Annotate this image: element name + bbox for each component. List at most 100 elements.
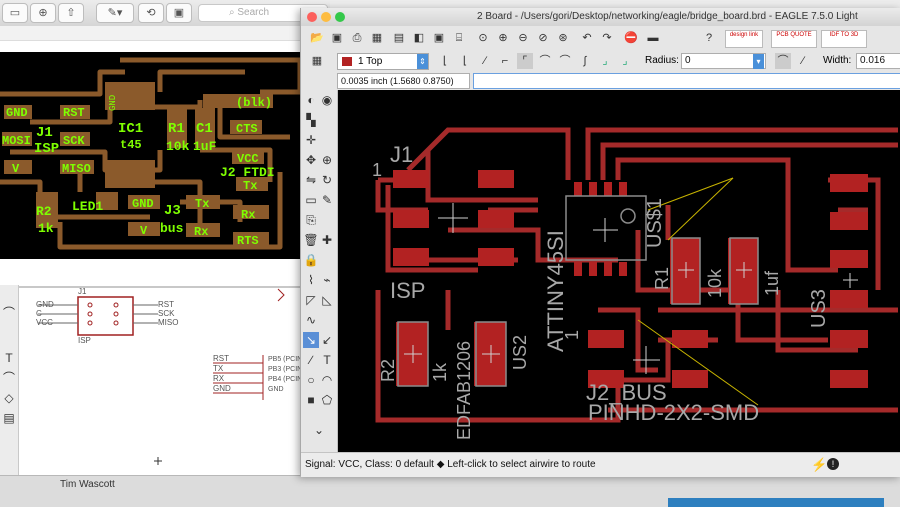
zoom-icon[interactable]: ⊕ xyxy=(30,3,56,23)
sch-pb5: PB5 (PCIN xyxy=(268,356,302,363)
miter-tool-icon[interactable]: ◸ xyxy=(306,293,316,307)
board-canvas[interactable]: J1 1 ISP J2_BUS PINHD-2X2-SMD ATTINY45SI… xyxy=(338,90,900,452)
ulp-icon[interactable]: ⌸ xyxy=(455,32,463,44)
arc-tool-icon[interactable]: ◠ xyxy=(321,373,333,387)
mirror-icon[interactable]: ⇋ xyxy=(305,173,317,187)
smash-icon[interactable]: ◺ xyxy=(322,293,332,307)
route-icon[interactable]: ↘ xyxy=(303,332,319,348)
polygon-tool-icon[interactable]: ⬠ xyxy=(321,393,333,407)
add-icon[interactable]: ✚ xyxy=(321,233,333,247)
board-label-r1: R1 xyxy=(168,121,185,137)
lightning-icon[interactable]: ⚡ xyxy=(811,457,828,472)
cam-icon[interactable]: ▦ xyxy=(371,32,383,44)
split-icon[interactable]: ⌇ xyxy=(308,273,314,287)
rotate-icon[interactable]: ↻ xyxy=(321,173,333,187)
group-icon[interactable]: ▭ xyxy=(305,193,317,207)
share-icon[interactable]: ⇧ xyxy=(58,3,84,23)
info-icon[interactable]: ◐ xyxy=(307,93,315,107)
polygon-icon[interactable]: ◇ xyxy=(4,391,14,405)
wire-bend-4-icon[interactable]: ⌜ xyxy=(517,53,533,69)
sidebar-toggle-icon[interactable]: ▭ xyxy=(2,3,28,23)
wire-bend-0-icon[interactable]: ⌊ xyxy=(442,55,448,67)
grid-icon[interactable]: ▦ xyxy=(311,55,323,67)
paste-icon[interactable]: ⎘ xyxy=(306,213,316,227)
toolbox-icon[interactable]: ▣ xyxy=(166,3,192,23)
command-line-input[interactable] xyxy=(473,73,900,89)
text-tool-icon[interactable]: T xyxy=(323,353,331,367)
undo-icon[interactable]: ↶ xyxy=(582,32,592,44)
board-label-ic1: IC1 xyxy=(118,121,143,137)
markup-icon[interactable]: ✎▾ xyxy=(96,3,134,23)
pcb-quote-button[interactable]: PCB QUOTE xyxy=(771,30,817,48)
tool-palette: ◐ ◉ ▚ ✛ ✥ ⊕ ⇋ ↻ ▭ ✎ ⎘ 🗑 ✚ 🔒 ⌇ ⌁ ◸ ◺ ∿ ↘ … xyxy=(301,90,338,452)
show-icon[interactable]: ◉ xyxy=(321,93,333,107)
canvas-label-one2: 1 xyxy=(562,330,582,340)
close-button[interactable] xyxy=(307,12,317,22)
zoom-fit-icon[interactable]: ⊙ xyxy=(478,32,488,44)
rect-icon[interactable]: ■ xyxy=(307,393,315,407)
arc-icon[interactable]: ⌒ xyxy=(2,306,15,320)
wire-bend-9-icon[interactable]: ⌟ xyxy=(622,55,628,67)
go-icon[interactable]: ▬ xyxy=(647,32,659,44)
sch-rx: RX xyxy=(213,374,225,383)
sch-isp: ISP xyxy=(78,336,91,345)
wire-bend-2-icon[interactable]: ∕ xyxy=(484,55,486,67)
window-title: 2 Board - /Users/gori/Desktop/networking… xyxy=(477,11,858,22)
radius-input[interactable]: 0 xyxy=(681,53,766,69)
more-tools-icon[interactable]: ⌄ xyxy=(313,423,325,437)
sch-tx: TX xyxy=(213,364,224,373)
zoom-button[interactable] xyxy=(335,12,345,22)
open-icon[interactable]: 📂 xyxy=(310,32,324,44)
board-label-isp: ISP xyxy=(34,141,59,157)
stop-icon[interactable]: ⛔ xyxy=(624,32,638,44)
wire-tool-icon[interactable]: ∿ xyxy=(305,313,317,327)
stop-status-icon[interactable]: ! xyxy=(827,458,839,470)
wire-bend-1-icon[interactable]: ⌊ xyxy=(462,55,468,67)
wire-bend-3-icon[interactable]: ⌐ xyxy=(501,55,509,67)
wire-bend-8-icon[interactable]: ⌟ xyxy=(602,55,608,67)
redo-icon[interactable]: ↷ xyxy=(602,32,612,44)
schematic-icon[interactable]: ▤ xyxy=(393,32,405,44)
optimize-icon[interactable]: ⌁ xyxy=(323,273,331,287)
sch-gnd2: GND xyxy=(213,384,231,393)
design-link-button[interactable]: design link xyxy=(725,30,763,48)
zoom-select-icon[interactable]: ⊛ xyxy=(558,32,568,44)
wire-bend-7-icon[interactable]: ∫ xyxy=(583,55,587,67)
help-icon[interactable]: ? xyxy=(705,32,713,44)
change-icon[interactable]: ✎ xyxy=(321,193,333,207)
line-icon[interactable]: ∕ xyxy=(309,353,312,367)
zoom-redraw-icon[interactable]: ⊘ xyxy=(538,32,548,44)
lock-icon[interactable]: 🔒 xyxy=(303,253,319,267)
width-input[interactable]: 0.016 xyxy=(856,53,900,69)
sch-c: C xyxy=(36,309,42,318)
circle-icon[interactable]: ○ xyxy=(307,373,315,387)
delete-icon[interactable]: 🗑 xyxy=(303,233,319,247)
idf-to-3d-button[interactable]: IDF TO 3D xyxy=(821,30,867,48)
copy-icon[interactable]: ⊕ xyxy=(321,153,333,167)
frame-icon[interactable]: ▤ xyxy=(3,411,15,425)
board-label-led1: LED1 xyxy=(72,199,103,214)
search-field[interactable]: ⌕ Search xyxy=(198,4,328,22)
zoom-out-icon[interactable]: ⊖ xyxy=(518,32,528,44)
round-corner-icon[interactable]: ⌒ xyxy=(775,53,791,69)
zoom-in-icon[interactable]: ⊕ xyxy=(498,32,508,44)
wire-bend-6-icon[interactable]: ⌒ xyxy=(559,55,571,67)
title-bar: 2 Board - /Users/gori/Desktop/networking… xyxy=(301,8,900,26)
mark-icon[interactable]: ✛ xyxy=(305,133,317,147)
wire-bend-5-icon[interactable]: ⌒ xyxy=(539,55,551,67)
print-icon[interactable]: ⎙ xyxy=(352,32,362,44)
display-icon[interactable]: ▚ xyxy=(306,113,316,127)
save-icon[interactable]: ▣ xyxy=(331,32,343,44)
script-icon[interactable]: ◧ xyxy=(413,32,425,44)
radius-dropdown-icon[interactable]: ▾ xyxy=(753,54,764,69)
miter-icon[interactable]: ∕ xyxy=(802,55,804,67)
run-icon[interactable]: ▣ xyxy=(433,32,445,44)
ripup-icon[interactable]: ↙ xyxy=(321,333,333,347)
wire-icon[interactable]: ⌒ xyxy=(2,371,15,385)
rotate-icon[interactable]: ⟲ xyxy=(138,3,164,23)
status-text: Signal: VCC, Class: 0 default ◆ Left-cli… xyxy=(305,459,596,470)
move-icon[interactable]: ✥ xyxy=(305,153,317,167)
minimize-button[interactable] xyxy=(321,12,331,22)
text-icon[interactable]: T xyxy=(5,351,13,365)
layer-select[interactable]: 1 Top ⇕ xyxy=(337,53,429,70)
